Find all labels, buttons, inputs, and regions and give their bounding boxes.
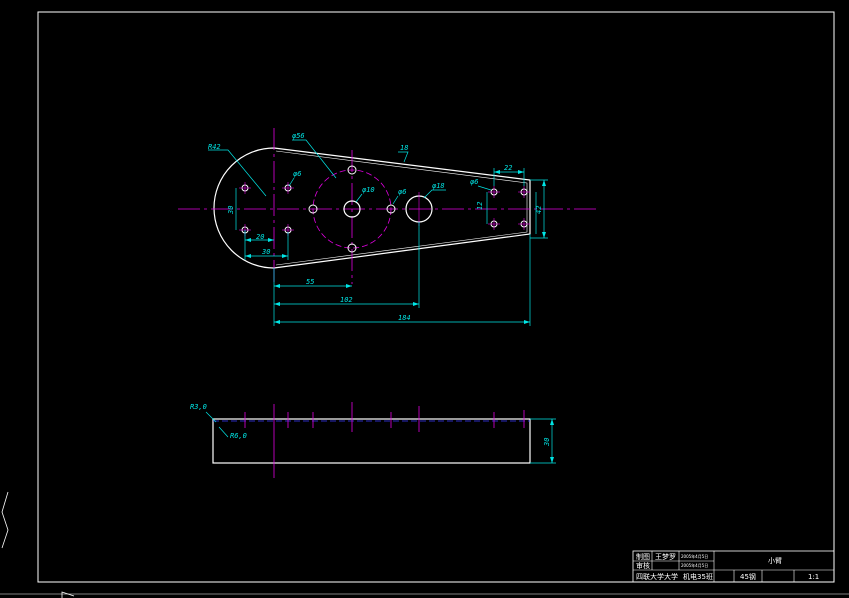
dim-22: 22 (504, 164, 512, 172)
side-view: R3,0 R6,0 30 (190, 402, 556, 478)
side-view-outline (212, 418, 531, 464)
hole-pitch-right (386, 204, 396, 214)
dim-left-30: 30 (227, 206, 235, 215)
dim-d10: φ10 (362, 186, 375, 194)
dim-d56: φ56 (292, 132, 305, 140)
side-view-centerlines (244, 402, 525, 478)
dim-55: 55 (306, 278, 314, 286)
dim-42: 42 (535, 206, 543, 214)
hole-pitch-top (347, 165, 357, 175)
dim-18: 18 (400, 144, 408, 152)
dimension-lines (208, 139, 548, 326)
tb-row1-label: 制图 (636, 552, 650, 561)
tb-row1-date: 2005年4月5日 (681, 553, 708, 559)
dim-102: 102 (340, 296, 353, 304)
tb-row1-name: 王梦罗 (655, 553, 676, 561)
arm-outline (213, 147, 531, 269)
pitch-circle (312, 169, 392, 249)
dim-r42: R42 (208, 143, 221, 151)
tb-part-name: 小臂 (768, 556, 782, 565)
tb-row2-label: 审核 (636, 561, 650, 570)
dim-r3: R3,0 (190, 403, 207, 411)
hole-pitch-left (308, 204, 318, 214)
dim-side-30: 30 (543, 438, 551, 447)
tb-scale: 1:1 (808, 573, 819, 581)
dim-30: 30 (261, 248, 270, 256)
drawing-frame (37, 11, 835, 583)
dim-20: 20 (256, 233, 264, 241)
dim-d6-right: φ6 (470, 178, 478, 186)
dim-r6: R6,0 (230, 432, 247, 440)
side-view-arrows (550, 419, 554, 463)
tb-material: 45钢 (740, 572, 756, 581)
hole-pitch-bottom (347, 243, 357, 253)
dim-12: 12 (476, 202, 484, 210)
dim-d6-left: φ6 (293, 170, 301, 178)
dim-d18: φ18 (432, 182, 445, 190)
front-view: R42 φ56 φ6 φ10 φ6 φ18 18 22 φ6 12 42 30 … (178, 128, 596, 326)
arm-outline-inner (275, 150, 528, 266)
dim-d6-center: φ6 (398, 188, 406, 196)
dimension-arrows (245, 170, 546, 324)
bottom-edge-mark (61, 591, 75, 598)
left-edge-mark (1, 491, 9, 549)
side-view-dims (205, 411, 556, 464)
hole-d10 (343, 200, 361, 218)
title-block: 制图 王梦罗 2005年4月5日 审核 2005年4月5日 小臂 四联大学大学 … (632, 550, 835, 583)
tb-class: 机电35班 (683, 572, 713, 581)
tb-school: 四联大学大学 (636, 572, 678, 581)
tb-row2-date: 2005年4月5日 (681, 562, 708, 568)
dim-184: 184 (398, 314, 411, 322)
